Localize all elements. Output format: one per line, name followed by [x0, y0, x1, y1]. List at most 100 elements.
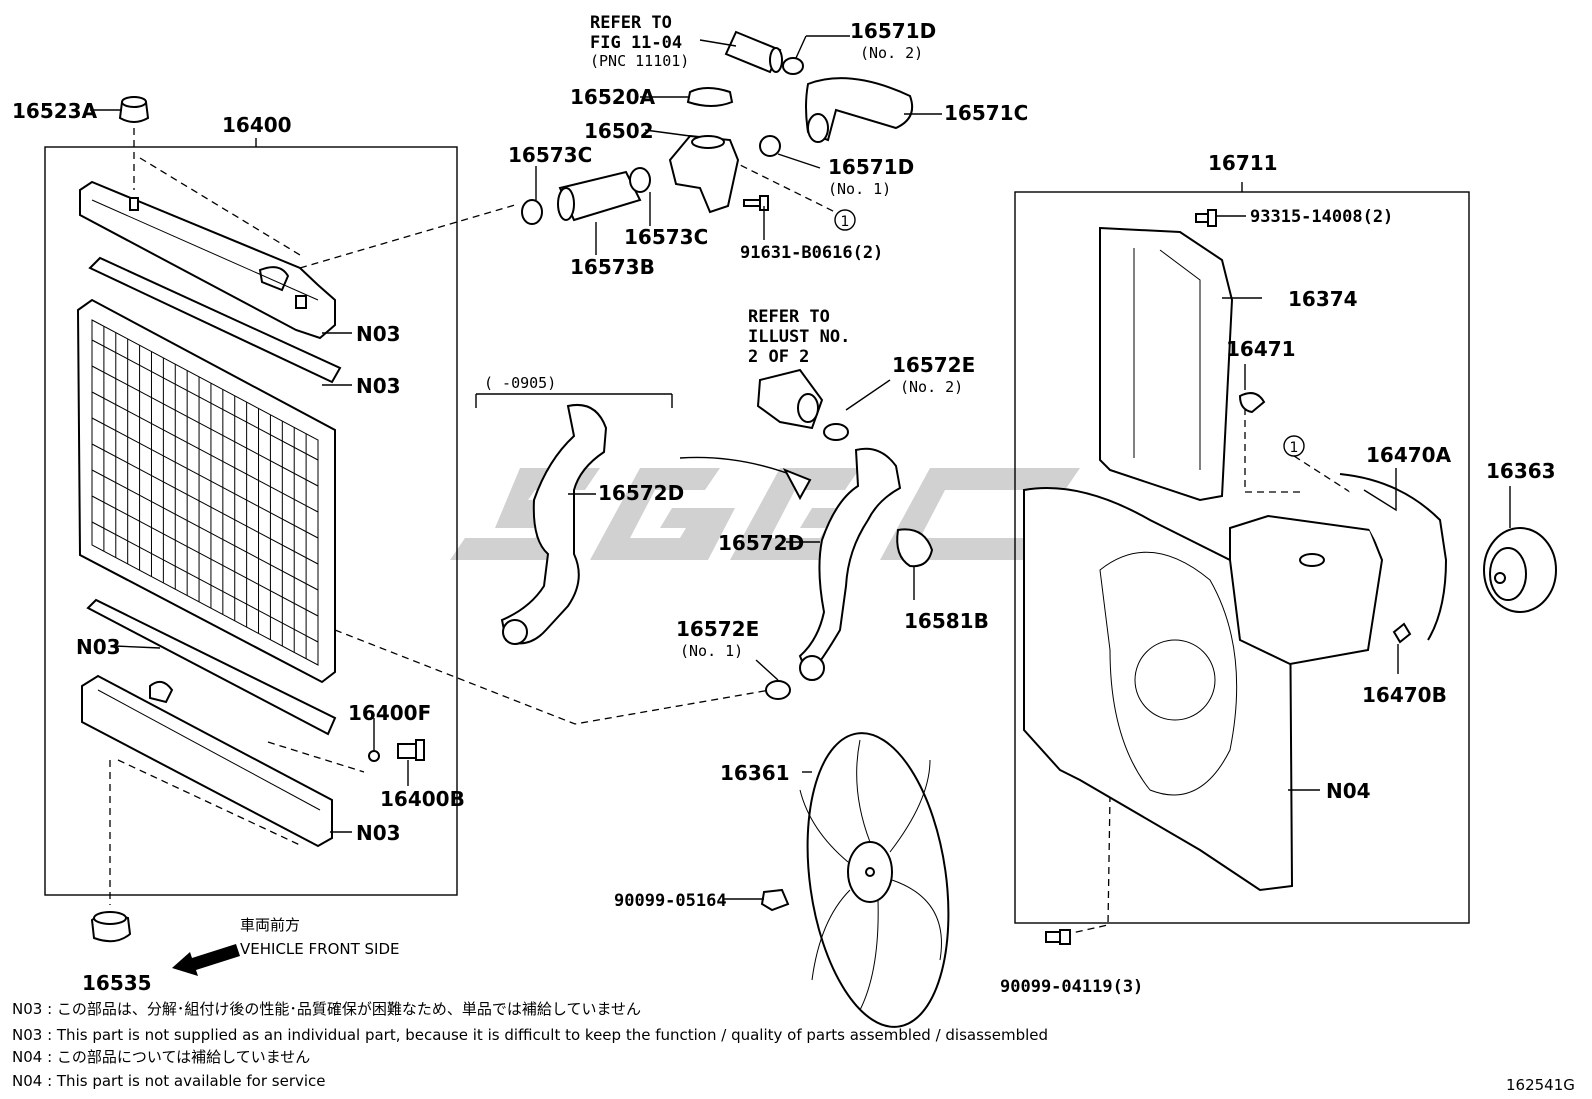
svg-text:1: 1 [1290, 440, 1299, 456]
footnotes: N03 : この部品は、分解･組付け後の性能･品質確保が困難なため、単品では補給… [12, 1000, 1048, 1090]
o-ring-16400F[interactable] [368, 750, 380, 762]
radiator-upper-tank[interactable] [79, 180, 336, 340]
front-jp: 車両前方 [240, 916, 300, 934]
label-16523A: 16523A [12, 99, 98, 123]
radiator-lower-tank[interactable] [81, 674, 333, 848]
label-16573B: 16573B [570, 255, 655, 279]
clamp-16573C-left[interactable] [521, 199, 543, 225]
label-16374: 16374 [1288, 287, 1358, 311]
fan-16361[interactable] [790, 724, 966, 1036]
note-n03-jp: N03 : この部品は、分解･組付け後の性能･品質確保が困難なため、単品では補給… [12, 1000, 641, 1018]
label-16363: 16363 [1486, 459, 1556, 483]
refer2-line2: ILLUST NO. [748, 327, 850, 347]
flow-arrowhead [782, 468, 812, 501]
fan-motor-16363[interactable] [1483, 527, 1557, 613]
radiator-cap-16520A[interactable] [686, 87, 734, 107]
refer1-line1: REFER TO [590, 13, 672, 33]
label-16572E-b: 16572E [676, 617, 759, 641]
hose-16470A[interactable] [1339, 473, 1448, 641]
label-16470A: 16470A [1366, 443, 1452, 467]
sublabel-no1-mid: (No. 1) [680, 642, 743, 660]
water-inlet-16502[interactable] [668, 134, 740, 214]
sublabel-no2-top: (No. 2) [860, 44, 923, 62]
label-16470B: 16470B [1362, 683, 1447, 707]
clamp-16573C-right[interactable] [629, 167, 651, 193]
refer1-line2: FIG 11-04 [590, 33, 682, 53]
part-labels: 16523A 16400 N03 N03 N03 16400F 16400B N… [12, 13, 1556, 997]
seal-16374[interactable] [1099, 226, 1234, 502]
refer2-line1: REFER TO [748, 307, 830, 327]
cushion-16523A[interactable] [118, 96, 150, 123]
clip-16470B[interactable] [1392, 622, 1412, 644]
note-n04-en: N04 : This part is not available for ser… [12, 1072, 326, 1090]
shroud-group-box [1014, 182, 1470, 924]
label-93315: 93315-14008(2) [1250, 207, 1393, 227]
label-16535: 16535 [82, 971, 152, 995]
clamp-16581B[interactable] [896, 528, 934, 568]
drain-cock-16400B[interactable] [397, 739, 425, 761]
label-16572E-a: 16572E [892, 353, 975, 377]
vehicle-front-indicator: 車両前方 VEHICLE FRONT SIDE [172, 916, 400, 976]
hose-refer-fig[interactable] [724, 30, 783, 74]
radiator-group-box [44, 138, 458, 896]
label-16571C: 16571C [944, 101, 1028, 125]
refer2-line3: 2 OF 2 [748, 347, 809, 367]
label-16502: 16502 [584, 119, 654, 143]
label-16571D-a: 16571D [850, 19, 936, 43]
front-en: VEHICLE FRONT SIDE [240, 940, 400, 958]
clamp-16572E-no1[interactable] [765, 680, 791, 700]
label-90099-05164: 90099-05164 [614, 891, 727, 911]
circle-mark-1-top: 1 [834, 209, 856, 231]
note-n03-en: N03 : This part is not supplied as an in… [12, 1026, 1048, 1044]
radiator-lower-gasket[interactable] [86, 598, 337, 736]
radiator-core[interactable] [76, 298, 336, 684]
circle-mark-1-right: 1 [1283, 435, 1305, 457]
label-16520A: 16520A [570, 85, 656, 109]
front-arrow-icon [172, 944, 240, 976]
label-16471: 16471 [1226, 337, 1296, 361]
clamp-16572E-no2[interactable] [823, 423, 849, 441]
label-16571D-b: 16571D [828, 155, 914, 179]
label-91631: 91631-B0616(2) [740, 243, 883, 263]
dashed-leaders [109, 128, 1351, 937]
label-16581B: 16581B [904, 609, 989, 633]
hose-16572D-left[interactable] [500, 404, 608, 645]
fan-shroud-n04[interactable] [1023, 487, 1294, 892]
label-n03-d: N03 [356, 821, 401, 845]
label-90099-04119: 90099-04119(3) [1000, 977, 1143, 997]
clamp-16571D-no1[interactable] [759, 135, 781, 157]
nut-90099-05164[interactable] [760, 888, 790, 912]
svg-text:1: 1 [841, 214, 850, 230]
note-n04-jp: N04 : この部品については補給していません [12, 1048, 310, 1066]
label-16400B: 16400B [380, 787, 465, 811]
hose-16572D-right[interactable] [798, 447, 902, 681]
refer1-line3: (PNC 11101) [590, 52, 689, 70]
range-bracket [475, 393, 673, 408]
diagram-code: 162541G [1506, 1076, 1575, 1094]
clip-16471[interactable] [1238, 392, 1266, 414]
radiator-upper-gasket[interactable] [88, 256, 342, 384]
water-outlet-refer[interactable] [756, 368, 824, 430]
label-16572D-a: 16572D [598, 481, 684, 505]
sublabel-range: ( -0905) [484, 374, 556, 392]
label-16573C-b: 16573C [624, 225, 708, 249]
label-n03-b: N03 [356, 374, 401, 398]
hose-16573B[interactable] [557, 170, 642, 222]
label-16711: 16711 [1208, 151, 1278, 175]
label-n03-c: N03 [76, 635, 121, 659]
sublabel-no2-mid: (No. 2) [900, 378, 963, 396]
bolt-93315[interactable] [1195, 209, 1217, 227]
label-16573C-a: 16573C [508, 143, 592, 167]
label-16400F: 16400F [348, 701, 431, 725]
label-n04: N04 [1326, 779, 1371, 803]
label-16572D-b: 16572D [718, 531, 804, 555]
bolt-90099-04119[interactable] [1045, 929, 1071, 945]
label-16400: 16400 [222, 113, 292, 137]
cushion-16535[interactable] [90, 911, 132, 943]
label-16361: 16361 [720, 761, 790, 785]
sublabel-no1-top: (No. 1) [828, 180, 891, 198]
reservoir-tank[interactable] [1229, 514, 1384, 666]
clamp-16571D-no2[interactable] [782, 57, 804, 75]
hose-16571C[interactable] [805, 77, 914, 143]
